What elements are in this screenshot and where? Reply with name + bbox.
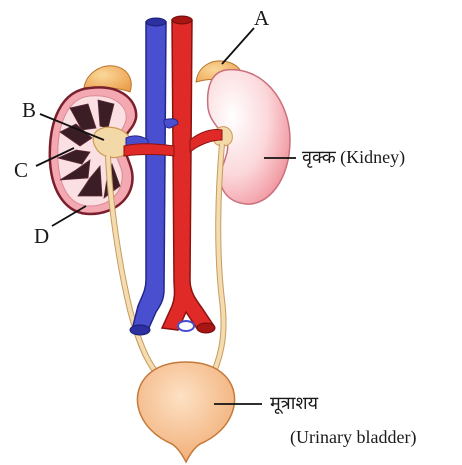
vena-cava-cut-left <box>130 325 150 335</box>
aorta-top <box>172 16 192 24</box>
aorta-cut-right <box>197 323 215 333</box>
vena-cava <box>132 22 166 330</box>
label-kidney: वृक्क (Kidney) <box>302 148 405 166</box>
vena-cava-top <box>146 18 166 26</box>
label-c: C <box>14 160 28 181</box>
label-a: A <box>254 8 269 29</box>
right-renal-artery <box>190 129 222 152</box>
pointer-line-d <box>52 206 86 226</box>
label-d: D <box>34 226 49 247</box>
left-renal-artery <box>124 144 174 156</box>
urinary-bladder <box>137 362 234 462</box>
label-bladder-hindi: मूत्राशय <box>270 394 318 412</box>
label-bladder-english: (Urinary bladder) <box>290 428 416 446</box>
label-b: B <box>22 100 36 121</box>
vessel-cut-middle <box>178 321 194 331</box>
pointer-line-a <box>222 28 254 64</box>
